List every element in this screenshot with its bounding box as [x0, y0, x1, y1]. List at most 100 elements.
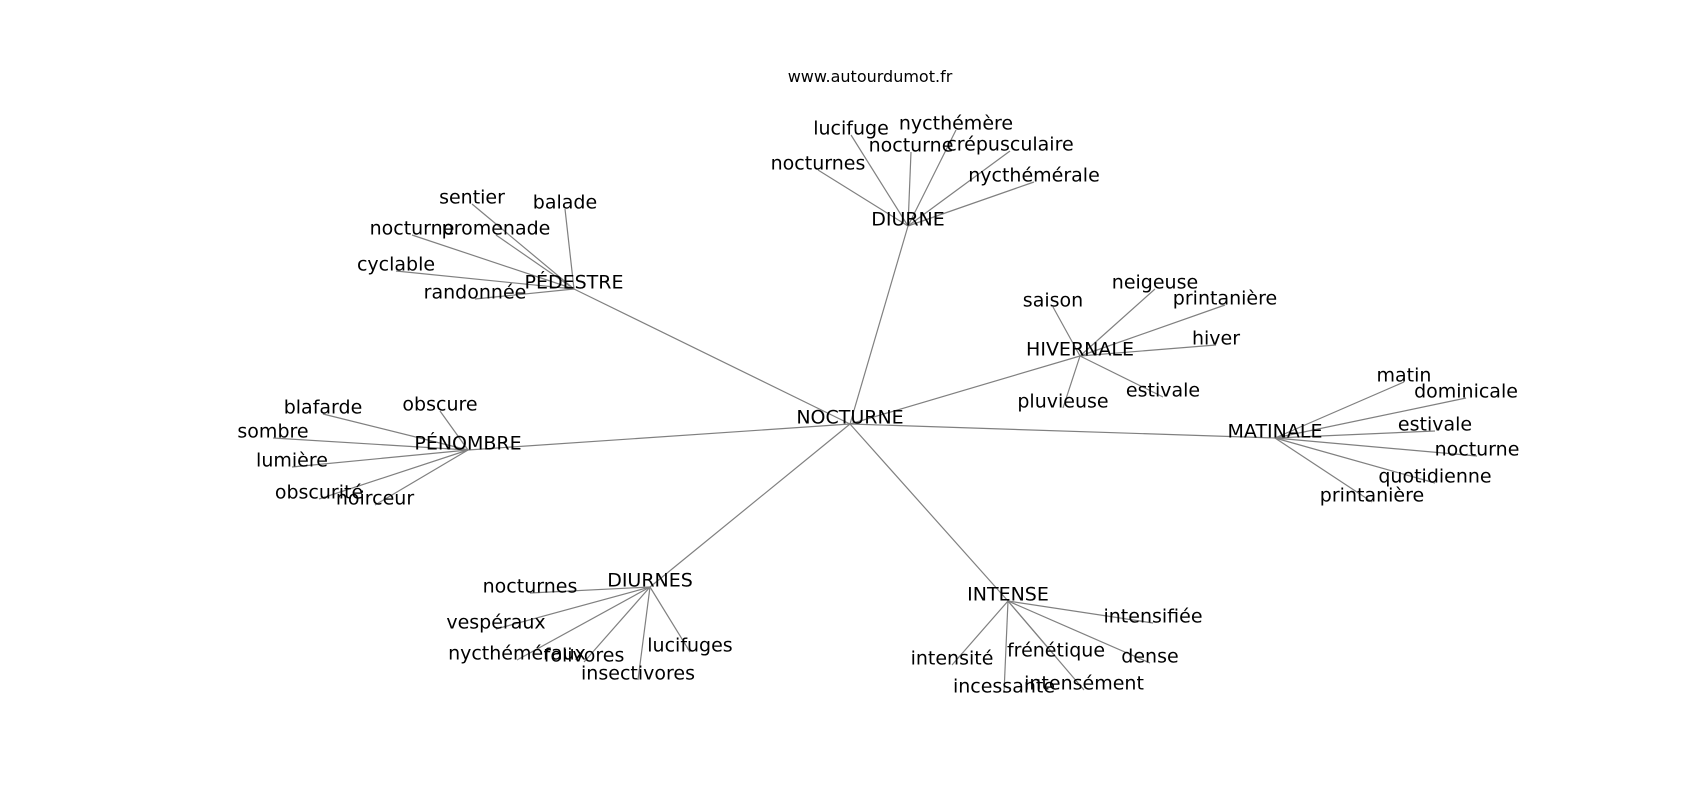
word-node-lumiere: lumière	[256, 450, 328, 472]
word-node-nycthemerale: nycthémérale	[968, 165, 1100, 187]
word-node-nycthemeraux: nycthéméraux	[448, 643, 586, 665]
labels-layer: www.autourdumot.fr NOCTURNE DIURNE nocturn…	[237, 67, 1519, 698]
source-label: www.autourdumot.fr	[788, 67, 953, 86]
edge-diurnes-vesperaux	[495, 586, 651, 630]
word-node-intensement: intensément	[1024, 673, 1144, 695]
center-node-label: NOCTURNE	[796, 407, 903, 429]
cluster-node-pedestre: PÉDESTRE	[525, 271, 624, 294]
edge-diurnes-nocturnes	[529, 586, 651, 594]
edge-diurne-nocturnes	[817, 169, 909, 227]
edge-hivernale-saison	[1052, 306, 1081, 357]
edge-matinale-dominicale	[1274, 397, 1467, 439]
edge-center-hivernale	[849, 355, 1081, 425]
edge-pedestre-nocturne	[411, 234, 575, 290]
word-node-lucifuge: lucifuge	[813, 118, 889, 140]
edge-penombre-noirceur	[374, 449, 469, 506]
word-node-lucifuges: lucifuges	[647, 635, 732, 657]
edge-center-matinale	[849, 423, 1276, 439]
word-node-nocturne: nocturne	[1435, 439, 1520, 461]
word-node-printaniere: printanière	[1173, 288, 1277, 310]
edge-penombre-blafarde	[322, 413, 469, 451]
word-node-neigeuse: neigeuse	[1112, 272, 1198, 294]
word-node-folivores: folivores	[544, 645, 625, 667]
edge-diurne-nocturne	[907, 151, 912, 227]
edge-hivernale-neigeuse	[1079, 288, 1156, 357]
edge-diurnes-folivores	[583, 586, 651, 663]
word-node-hiver: hiver	[1192, 328, 1240, 350]
word-node-pluvieuse: pluvieuse	[1017, 391, 1108, 413]
word-node-dominicale: dominicale	[1414, 381, 1518, 403]
edge-hivernale-hiver	[1079, 344, 1217, 357]
edge-penombre-obscurite	[318, 449, 469, 500]
word-node-randonnee: randonnée	[424, 282, 527, 304]
edge-hivernale-pluvieuse	[1062, 355, 1081, 409]
word-node-matin: matin	[1377, 365, 1432, 387]
edge-diurne-nycthemere	[907, 129, 957, 227]
word-node-cyclable: cyclable	[357, 254, 435, 276]
edge-diurnes-insectivores	[637, 586, 651, 681]
word-node-frenetique: frénétique	[1007, 640, 1105, 662]
word-node-sombre: sombre	[237, 421, 308, 443]
edge-intense-intensite	[951, 600, 1009, 666]
edge-matinale-printaniere	[1274, 437, 1373, 503]
word-node-dense: dense	[1121, 646, 1178, 668]
cluster-node-hivernale: HIVERNALE	[1026, 339, 1134, 361]
edge-intense-intensement	[1007, 600, 1085, 691]
word-node-vesperaux: vespéraux	[446, 612, 545, 634]
word-node-sentier: sentier	[439, 187, 505, 209]
edge-center-diurne	[849, 225, 909, 425]
edge-pedestre-cyclable	[395, 270, 575, 290]
edge-center-diurnes	[649, 423, 851, 588]
cluster-node-diurne: DIURNE	[871, 209, 945, 231]
word-node-insectivores: insectivores	[581, 663, 695, 685]
word-node-crepusculaire: crépusculaire	[946, 134, 1073, 156]
word-node-obscurite: obscurité	[275, 482, 363, 504]
edge-intense-incessante	[1003, 600, 1009, 694]
word-node-printaniere: printanière	[1320, 485, 1424, 507]
word-node-balade: balade	[533, 192, 597, 214]
edge-matinale-matin	[1274, 381, 1405, 439]
word-node-quotidienne: quotidienne	[1378, 466, 1491, 488]
edge-matinale-nocturne	[1274, 437, 1478, 457]
word-node-nocturnes: nocturnes	[771, 153, 866, 175]
word-node-estivale: estivale	[1398, 414, 1472, 436]
edge-pedestre-sentier	[471, 203, 575, 290]
edge-pedestre-promenade	[495, 234, 575, 290]
word-node-noirceur: noirceur	[336, 488, 415, 510]
edge-pedestre-balade	[564, 208, 575, 290]
edge-diurnes-lucifuges	[649, 586, 691, 653]
cluster-node-intense: INTENSE	[967, 584, 1049, 606]
word-node-nocturne: nocturne	[869, 135, 954, 157]
word-node-blafarde: blafarde	[284, 397, 363, 419]
edge-diurne-lucifuge	[850, 134, 909, 227]
edge-intense-dense	[1007, 600, 1151, 664]
edges-layer	[272, 129, 1478, 694]
edge-pedestre-randonnee	[474, 288, 575, 300]
word-node-obscure: obscure	[402, 394, 477, 416]
word-node-nocturne: nocturne	[370, 218, 455, 240]
word-node-estivale: estivale	[1126, 380, 1200, 402]
edge-diurne-crepusculaire	[907, 150, 1011, 227]
word-node-promenade: promenade	[442, 218, 551, 240]
edge-hivernale-printaniere	[1079, 304, 1226, 357]
edge-intense-intensifiee	[1007, 600, 1154, 624]
word-node-intensite: intensité	[911, 648, 994, 670]
edge-penombre-lumiere	[291, 449, 469, 468]
edge-diurnes-nycthemeraux	[516, 586, 651, 661]
word-node-incessante: incessante	[953, 676, 1055, 698]
edge-diurne-nycthemerale	[907, 181, 1035, 227]
edge-center-penombre	[467, 423, 851, 451]
edge-hivernale-estivale	[1079, 355, 1164, 398]
word-node-saison: saison	[1023, 290, 1083, 312]
edge-center-pedestre	[573, 288, 851, 425]
edge-penombre-obscure	[439, 410, 469, 451]
edge-matinale-quotidienne	[1274, 437, 1436, 484]
cluster-node-penombre: PÉNOMBRE	[414, 432, 521, 455]
edge-matinale-estivale	[1274, 430, 1436, 439]
word-node-nycthemere: nycthémère	[899, 113, 1013, 135]
word-node-nocturnes: nocturnes	[483, 576, 578, 598]
edge-center-intense	[849, 423, 1009, 602]
edge-penombre-sombre	[272, 437, 469, 451]
cluster-node-diurnes: DIURNES	[607, 570, 693, 592]
